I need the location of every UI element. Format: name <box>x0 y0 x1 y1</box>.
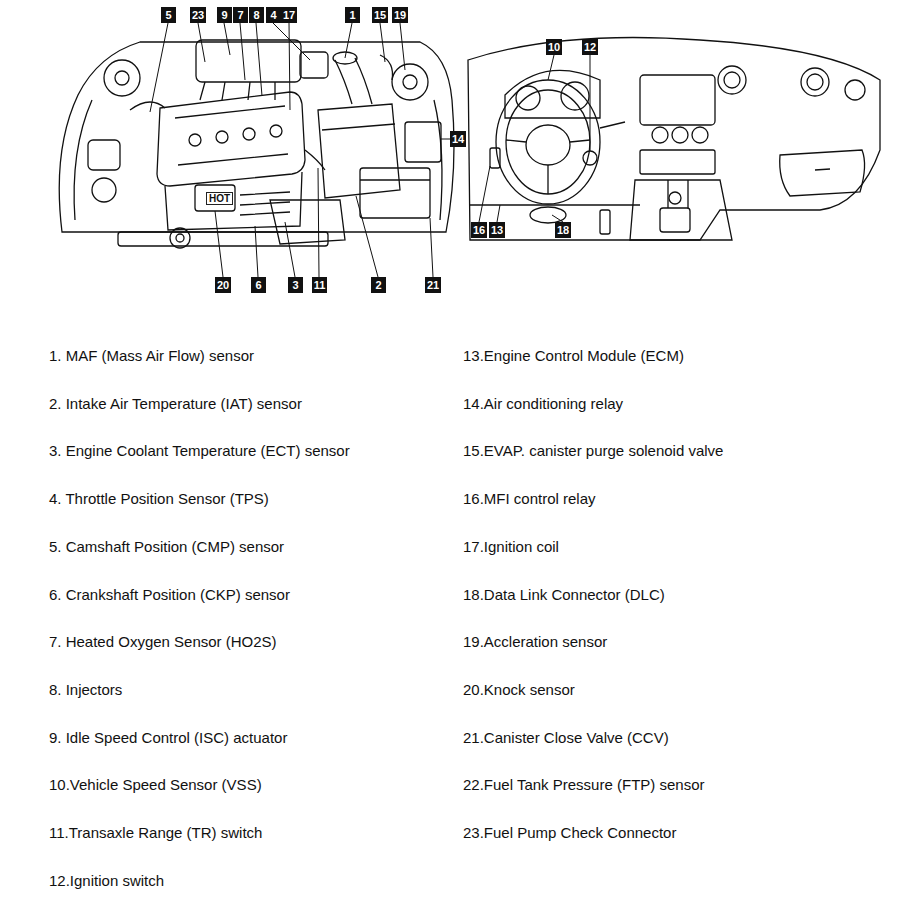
callout-number: 16 <box>473 224 485 236</box>
callout-box: 7 <box>233 7 248 23</box>
legend-entry: 1. MAF (Mass Air Flow) sensor <box>49 347 254 365</box>
callout-box: 2 <box>371 277 386 293</box>
callout-box: 11 <box>312 277 327 293</box>
callout-box: 13 <box>489 222 505 238</box>
callout-number: 10 <box>548 41 560 53</box>
callout-number: 19 <box>394 9 406 21</box>
callout-number: 14 <box>452 133 464 145</box>
callout-box: 20 <box>215 277 231 293</box>
callout-number: 5 <box>165 9 171 21</box>
legend-entry: 4. Throttle Position Sensor (TPS) <box>49 490 269 508</box>
callout-number: 4 <box>270 9 276 21</box>
legend-entry: 23.Fuel Pump Check Connector <box>463 824 676 842</box>
callout-box: 15 <box>372 7 388 23</box>
callout-number: 9 <box>221 9 227 21</box>
legend-entry: 9. Idle Speed Control (ISC) actuator <box>49 729 287 747</box>
legend-entry: 2. Intake Air Temperature (IAT) sensor <box>49 395 302 413</box>
legend-entry: 14.Air conditioning relay <box>463 395 623 413</box>
legend-entry: 20.Knock sensor <box>463 681 575 699</box>
callout-box: 21 <box>425 277 441 293</box>
legend-entry: 5. Camshaft Position (CMP) sensor <box>49 538 284 556</box>
legend-entry: 10.Vehicle Speed Sensor (VSS) <box>49 776 262 794</box>
legend-entry: 8. Injectors <box>49 681 122 699</box>
callout-number: 7 <box>237 9 243 21</box>
callout-number: 17 <box>283 9 295 21</box>
legend-entry: 7. Heated Oxygen Sensor (HO2S) <box>49 633 277 651</box>
legend-entry: 21.Canister Close Valve (CCV) <box>463 729 669 747</box>
callout-number: 1 <box>349 9 355 21</box>
callout-box: 14 <box>450 131 466 147</box>
callout-box: 9 <box>217 7 232 23</box>
callout-box: 18 <box>555 222 571 238</box>
callout-box: 16 <box>471 222 487 238</box>
callout-box: 19 <box>392 7 408 23</box>
legend-entry: 17.Ignition coil <box>463 538 559 556</box>
callout-box: 8 <box>249 7 264 23</box>
legend-entry: 11.Transaxle Range (TR) switch <box>49 824 262 842</box>
legend-entry: 6. Crankshaft Position (CKP) sensor <box>49 586 290 604</box>
callout-box: 3 <box>288 277 303 293</box>
callout-box: 6 <box>251 277 266 293</box>
callout-number: 18 <box>557 224 569 236</box>
callout-number: 8 <box>253 9 259 21</box>
legend-entry: 15.EVAP. canister purge solenoid valve <box>463 442 723 460</box>
callout-number: 6 <box>255 279 261 291</box>
callout-number: 15 <box>374 9 386 21</box>
callout-number: 21 <box>427 279 439 291</box>
callout-number: 3 <box>292 279 298 291</box>
warning-sign-text: HOT <box>206 192 233 205</box>
callout-box: 17 <box>281 7 297 23</box>
callout-number: 20 <box>217 279 229 291</box>
callout-box: 5 <box>161 7 176 23</box>
callout-box: 4 <box>266 7 281 23</box>
legend-entry: 12.Ignition switch <box>49 872 164 890</box>
legend-entry: 19.Accleration sensor <box>463 633 607 651</box>
callout-number: 11 <box>314 279 326 291</box>
legend-entry: 18.Data Link Connector (DLC) <box>463 586 665 604</box>
callout-box: 12 <box>582 39 598 55</box>
callout-number: 12 <box>584 41 596 53</box>
callout-number: 23 <box>192 9 204 21</box>
callout-number: 2 <box>375 279 381 291</box>
callout-number: 13 <box>491 224 503 236</box>
callout-box: 10 <box>546 39 562 55</box>
callout-box: 23 <box>190 7 206 23</box>
legend-entry: 13.Engine Control Module (ECM) <box>463 347 684 365</box>
legend-entry: 22.Fuel Tank Pressure (FTP) sensor <box>463 776 704 794</box>
legend-entry: 3. Engine Coolant Temperature (ECT) sens… <box>49 442 350 460</box>
legend-entry: 16.MFI control relay <box>463 490 596 508</box>
callout-box: 1 <box>345 7 360 23</box>
